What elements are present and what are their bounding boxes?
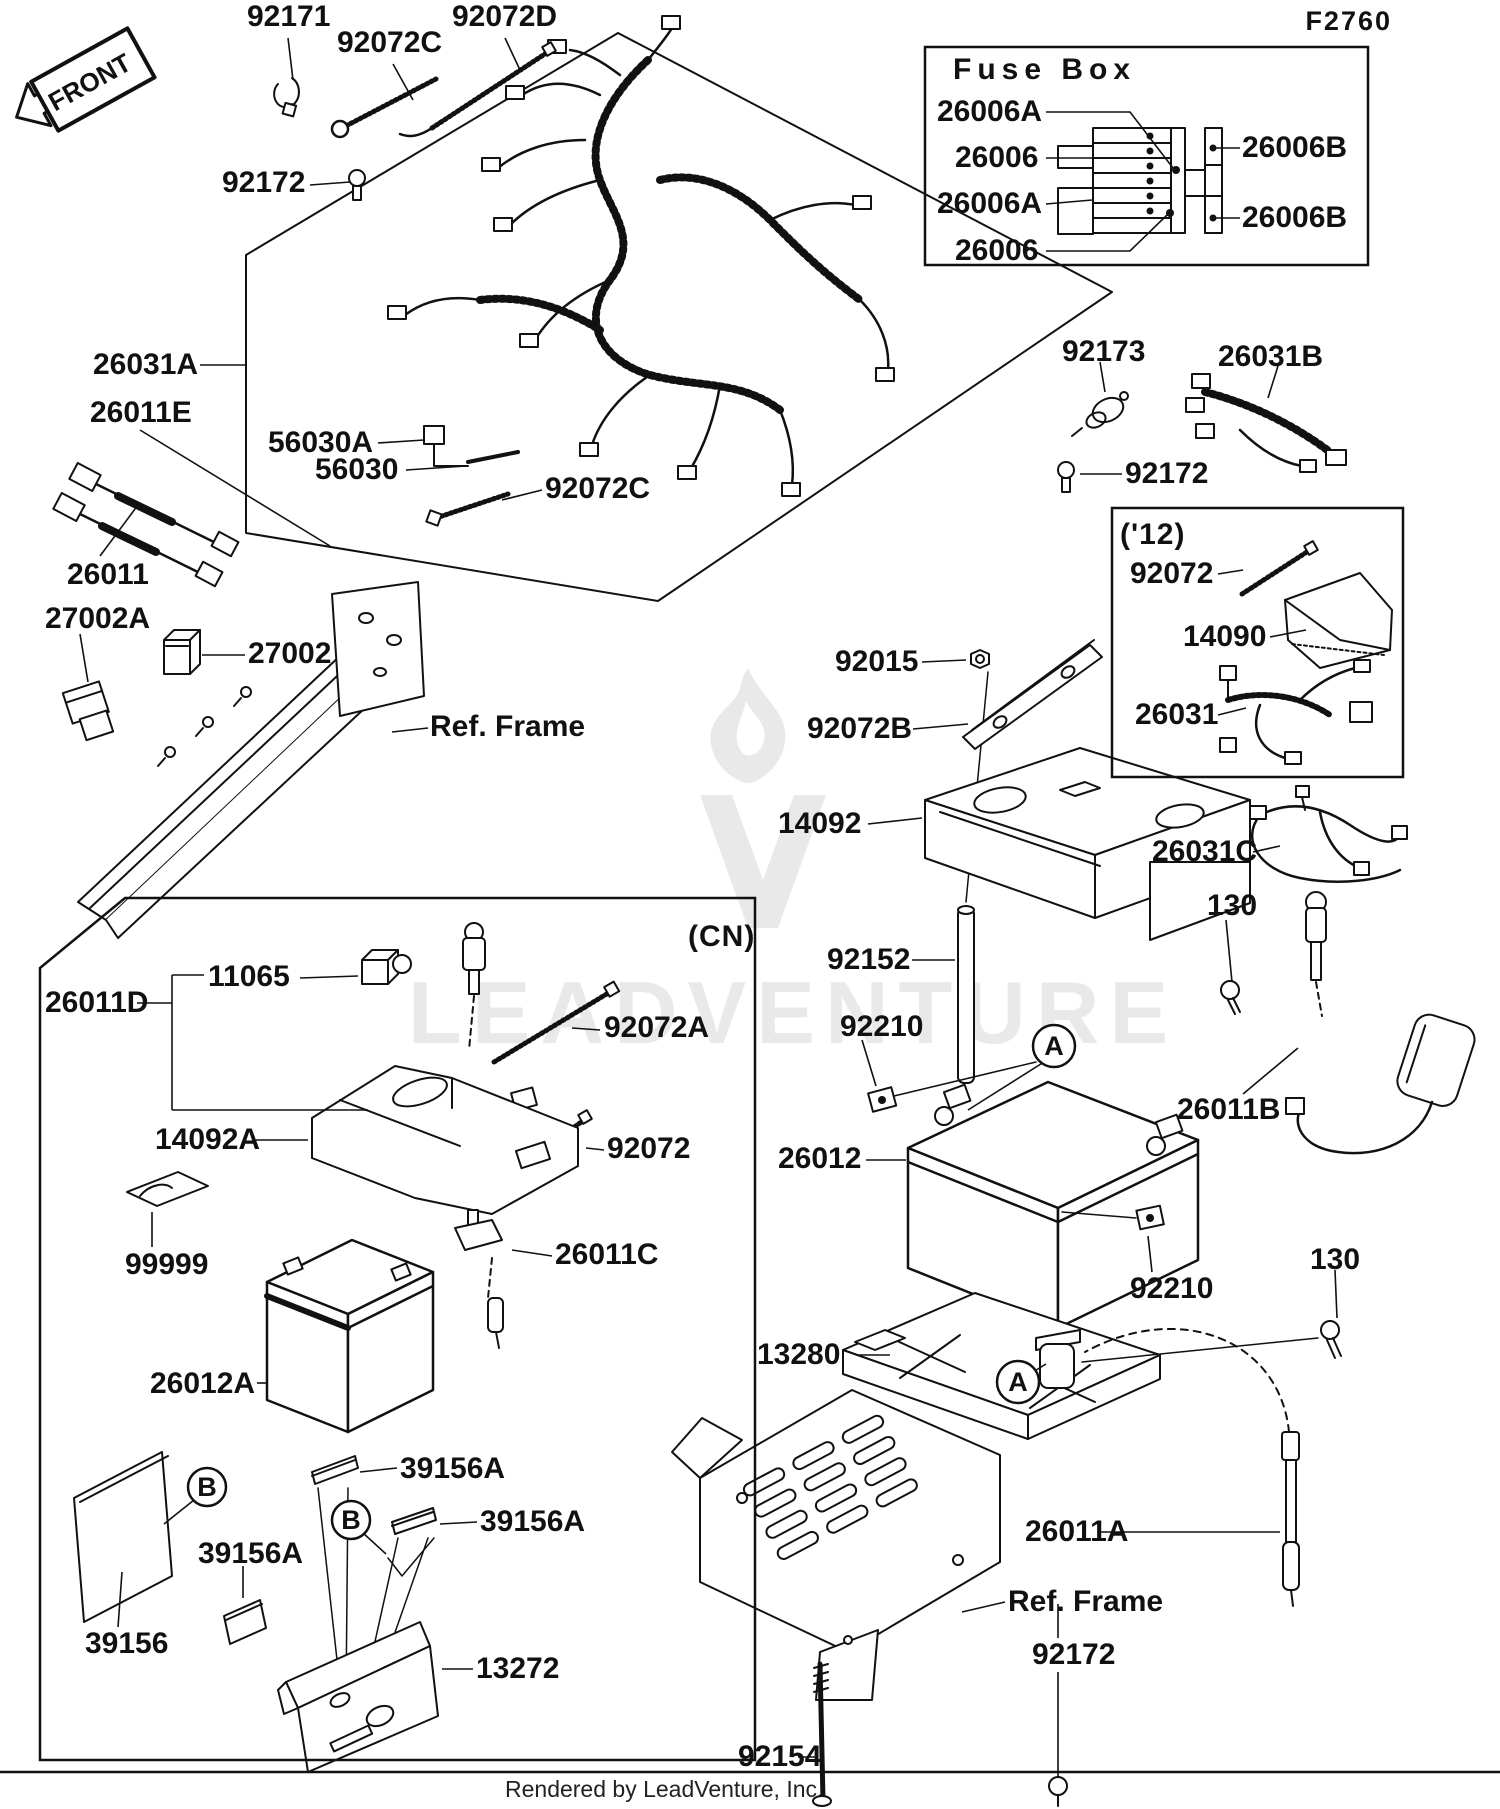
damper-pad-99999 bbox=[127, 1172, 208, 1206]
fuse-box-diagram bbox=[1058, 128, 1222, 234]
cable-tie-92072c-top bbox=[332, 79, 436, 137]
screw-92172-bottom bbox=[1049, 1777, 1067, 1806]
battery-tray-13280 bbox=[843, 1293, 1160, 1439]
breather-tube-92152 bbox=[958, 906, 974, 1083]
harness-26031-12 bbox=[1220, 660, 1372, 764]
battery-case-14092 bbox=[925, 748, 1250, 940]
damper-a bbox=[1036, 1330, 1080, 1388]
bracket-92072b bbox=[963, 640, 1102, 749]
watermark-logo-icon bbox=[700, 668, 826, 928]
cable-tie-92072a bbox=[494, 982, 619, 1062]
nut-92015 bbox=[971, 650, 989, 668]
footer-credit: Rendered by LeadVenture, Inc. bbox=[505, 1776, 824, 1802]
terminal-cable-26011d-top bbox=[463, 923, 485, 1050]
screw-130-upper bbox=[1221, 981, 1240, 1014]
clip-92210-lower bbox=[1136, 1206, 1163, 1230]
terminal-26011c bbox=[455, 1210, 503, 1348]
cable-tie-92072d bbox=[400, 42, 556, 136]
cable-26011e bbox=[69, 463, 238, 556]
cable-tie-92072-12 bbox=[1242, 541, 1318, 594]
main-harness-26031a bbox=[388, 16, 894, 496]
harness-boundary bbox=[246, 33, 1112, 601]
clamp-92171 bbox=[274, 78, 299, 116]
cn-box bbox=[40, 898, 755, 1760]
bag-14090 bbox=[1285, 573, 1392, 668]
cable-tie-92072c-mid bbox=[426, 494, 508, 526]
battery-cable-26011a bbox=[1085, 1329, 1299, 1606]
sticker-39156a-2 bbox=[392, 1508, 436, 1534]
bolt-92154 bbox=[813, 1664, 831, 1806]
year-12-box bbox=[1112, 508, 1403, 777]
switch-56030a bbox=[424, 426, 518, 466]
svg-text:B: B bbox=[197, 1472, 217, 1502]
battery-cover-14092a bbox=[312, 1066, 578, 1214]
relay-27002 bbox=[164, 630, 200, 674]
screw-92172-mid bbox=[1058, 462, 1074, 492]
sticker-39156a-3 bbox=[224, 1600, 266, 1644]
harness-26031b bbox=[1186, 374, 1346, 472]
screw-130-lower bbox=[1321, 1321, 1341, 1358]
relay-27002a bbox=[63, 681, 115, 742]
battery-26012 bbox=[908, 1082, 1198, 1328]
harness-26031c bbox=[1250, 786, 1407, 882]
callout-a bbox=[997, 1361, 1039, 1403]
screw-92172-top bbox=[349, 170, 365, 200]
svg-text:A: A bbox=[1008, 1367, 1028, 1397]
callout-b bbox=[188, 1468, 226, 1506]
callout-a bbox=[1033, 1025, 1075, 1067]
starter-relay-11065 bbox=[362, 950, 411, 984]
svg-text:A: A bbox=[1044, 1031, 1064, 1061]
ref-frame-rail bbox=[78, 582, 424, 938]
sticker-39156a-1 bbox=[312, 1456, 358, 1484]
front-arrow-sign bbox=[5, 28, 155, 145]
figure-code: F2760 bbox=[1305, 6, 1392, 36]
callout-b bbox=[332, 1501, 370, 1539]
sticker-39156 bbox=[74, 1452, 172, 1622]
battery-cable-26011b bbox=[1286, 892, 1478, 1153]
tray-13272 bbox=[278, 1622, 438, 1772]
clip-92210-upper bbox=[868, 1087, 896, 1112]
battery-26012a bbox=[267, 1240, 433, 1432]
svg-text:B: B bbox=[341, 1505, 361, 1535]
fuse-box bbox=[925, 47, 1368, 265]
clamp-92173 bbox=[1072, 392, 1128, 436]
ref-frame-skid-plate bbox=[672, 1390, 1000, 1700]
cable-26011 bbox=[53, 493, 222, 586]
